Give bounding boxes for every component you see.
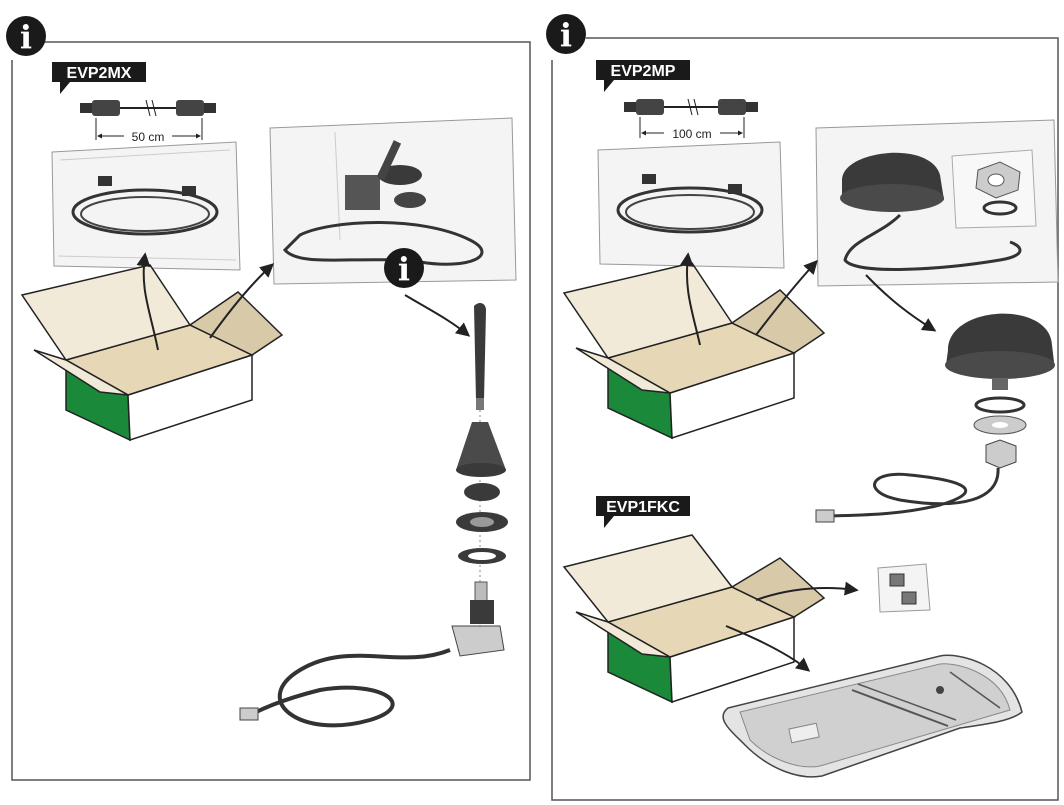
left-panel: i EVP2MX 50 cm: [6, 16, 531, 781]
open-box-icon-right: [562, 262, 826, 440]
arrow-box-to-antenna-bag: [755, 259, 818, 336]
antenna-parts-bag-icon: [269, 117, 517, 285]
whip-antenna-assembly: [451, 303, 508, 657]
info-icon: i: [384, 248, 424, 288]
product-tag-label: EVP2MX: [67, 65, 132, 82]
left-panel-frame: [11, 41, 531, 781]
right-panel: i EVP2MP 100 cm: [546, 14, 1059, 801]
info-icon: i: [6, 16, 46, 56]
info-icon: i: [546, 14, 586, 54]
mounting-clips-bag-icon: [877, 563, 931, 613]
info-icon-glyph: i: [398, 250, 410, 288]
mounting-plate-icon: [722, 654, 1023, 778]
right-panel-frame: [551, 37, 1059, 801]
product-tag-evp1fkc: EVP1FKC: [596, 496, 690, 528]
puck-antenna-bag-icon: [815, 119, 1059, 287]
arrow-box-to-antenna-bag: [209, 263, 275, 339]
cable-length-label: 100 cm: [672, 127, 711, 141]
arrow-bag-to-antenna-assembly: [404, 294, 471, 337]
info-icon-glyph: i: [20, 18, 32, 56]
info-icon-glyph: i: [560, 16, 572, 54]
ethernet-cable-icon: [80, 99, 216, 140]
product-tag-label: EVP2MP: [611, 63, 676, 80]
arrow-box-to-cable-bag: [679, 252, 701, 346]
cable-bag-icon: [597, 141, 785, 269]
coax-cable-icon: [239, 648, 451, 728]
ethernet-cable-icon: [624, 98, 758, 138]
open-box-icon-left: [20, 264, 284, 442]
cable-bag-icon: [51, 141, 241, 271]
arrow-box-to-cable-bag: [136, 252, 159, 351]
cable-length-label: 50 cm: [132, 130, 165, 144]
product-tag-label: EVP1FKC: [606, 499, 680, 516]
open-box-icon-kit: [562, 534, 826, 704]
arrow-bag-to-puck-assembly: [865, 274, 937, 332]
arrow-box-to-clips-bag: [755, 581, 859, 601]
arrow-box-to-mounting-plate: [725, 625, 811, 672]
puck-antenna-assembly: [815, 313, 1055, 523]
product-tag-evp2mp: EVP2MP: [596, 60, 690, 92]
product-tag-evp2mx: EVP2MX: [52, 62, 146, 94]
